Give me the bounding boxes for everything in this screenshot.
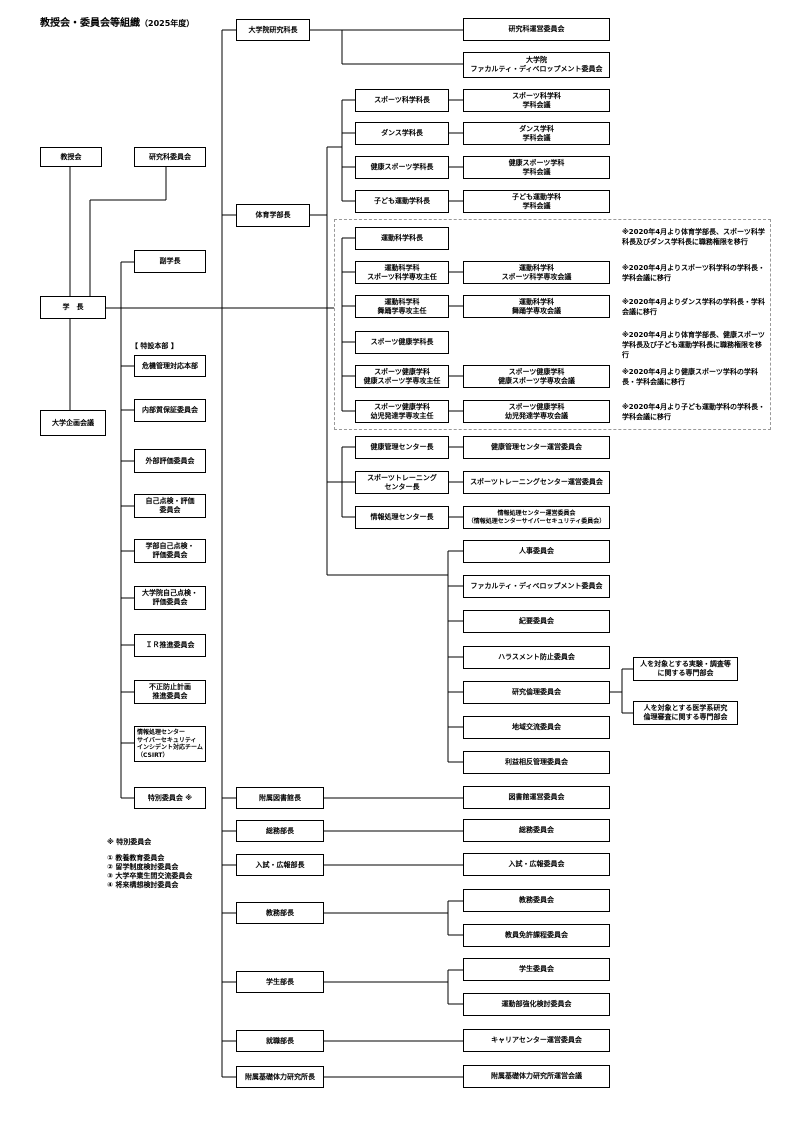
- special-note-title: ※ 特別委員会: [107, 838, 152, 846]
- faculty-committee-box: 地域交流委員会: [463, 716, 610, 739]
- legacy-council-box: スポーツ健康学科 健康スポーツ学専攻会議: [463, 365, 610, 388]
- page-title: 教授会・委員会等組織（2025年度）: [40, 14, 194, 29]
- center-committee-box: 情報処理センター運営委員会 （情報処理センターサイバーセキュリティ委員会）: [463, 506, 610, 529]
- department-committee-box: 学生委員会: [463, 958, 610, 981]
- legacy-council-box: 運動科学科 スポーツ科学専攻会議: [463, 261, 610, 284]
- center-committee-box: スポーツトレーニングセンター運営委員会: [463, 471, 610, 494]
- department-committee-box: 入試・広報委員会: [463, 853, 610, 876]
- legacy-head-box: スポーツ健康学科長: [355, 331, 449, 354]
- self-eval-box: 自己点検・評価 委員会: [134, 494, 206, 518]
- legacy-structure-frame: [334, 219, 771, 430]
- legacy-head-box: スポーツ健康学科 幼児発達学専攻主任: [355, 400, 449, 423]
- legacy-note: ※2020年4月よりダンス学科の学科長・学科会議に移行: [622, 298, 765, 316]
- center-head-box: 情報処理センター長: [355, 506, 449, 529]
- department-head-box: 附属基礎体力研究所長: [236, 1066, 324, 1088]
- legacy-note: ※2020年4月より健康スポーツ学科の学科長・学科会議に移行: [622, 368, 758, 386]
- department-committee-box: 教員免許課程委員会: [463, 924, 610, 947]
- dept-head-box: 健康スポーツ学科長: [355, 156, 449, 179]
- dept-council-box: ダンス学科 学科会議: [463, 122, 610, 145]
- department-committee-box: 教務委員会: [463, 889, 610, 912]
- department-committee-box: 附属基礎体力研究所運営会議: [463, 1065, 610, 1088]
- legacy-head-box: 運動科学科長: [355, 227, 449, 250]
- legacy-head-box: スポーツ健康学科 健康スポーツ学専攻主任: [355, 365, 449, 388]
- legacy-note: ※2020年4月より体育学部長、健康スポーツ学科長及び子ども運動学科長に職務権限…: [622, 331, 765, 359]
- legacy-head-box: 運動科学科 スポーツ科学専攻主任: [355, 261, 449, 284]
- center-head-box: スポーツトレーニング センター長: [355, 471, 449, 494]
- department-head-box: 附属図書館長: [236, 787, 324, 809]
- graduate-committee-box: 研究科委員会: [134, 147, 206, 167]
- legacy-council-box: スポーツ健康学科 幼児発達学専攻会議: [463, 400, 610, 423]
- department-head-box: 学生部長: [236, 971, 324, 993]
- dept-council-box: スポーツ科学科 学科会議: [463, 89, 610, 112]
- ethics-subcommittee-box: 人を対象とする実験・調査等 に関する専門部会: [633, 657, 738, 681]
- external-eval-box: 外部評価委員会: [134, 449, 206, 473]
- faculty-committee-box: ファカルティ・ディベロップメント委員会: [463, 575, 610, 598]
- title-year: （2025年度）: [140, 19, 195, 28]
- department-head-box: 就職部長: [236, 1030, 324, 1052]
- title-text: 教授会・委員会等組織: [40, 18, 140, 29]
- department-committee-box: キャリアセンター運営委員会: [463, 1029, 610, 1052]
- legacy-note: ※2020年4月より子ども運動学科の学科長・学科会議に移行: [622, 403, 766, 421]
- president-box: 学 長: [40, 296, 106, 319]
- special-note-list: ① 教養教育委員会 ② 留学制度検討委員会 ③ 大学卒業生間交流委員会 ④ 将来…: [107, 854, 193, 890]
- graduate-fd-box: 大学院 ファカルティ・ディベロップメント委員会: [463, 52, 610, 78]
- faculty-committee-box: 研究倫理委員会: [463, 681, 610, 704]
- planning-council-box: 大学企画会議: [40, 410, 106, 436]
- fraud-prevention-box: 不正防止計画 推進委員会: [134, 680, 206, 704]
- center-committee-box: 健康管理センター運営委員会: [463, 436, 610, 459]
- legacy-head-box: 運動科学科 舞踊学専攻主任: [355, 295, 449, 318]
- legacy-note: ※2020年4月よりスポーツ科学科の学科長・学科会議に移行: [622, 264, 765, 282]
- legacy-note: ※2020年4月より体育学部長、スポーツ科学科長及びダンス学科長に職務権限を移行: [622, 228, 765, 246]
- graduate-committee-box-right: 研究科運営委員会: [463, 18, 610, 41]
- faculty-meeting-box: 教授会: [40, 147, 102, 167]
- special-hq-label: 【 特設本部 】: [131, 342, 178, 350]
- department-committee-box: 図書館運営委員会: [463, 786, 610, 809]
- ethics-subcommittee-box: 人を対象とする医学系研究 倫理審査に関する専門部会: [633, 701, 738, 725]
- grad-self-eval-box: 大学院自己点検・ 評価委員会: [134, 586, 206, 610]
- center-head-box: 健康管理センター長: [355, 436, 449, 459]
- undergrad-self-eval-box: 学部自己点検・ 評価委員会: [134, 539, 206, 563]
- dept-head-box: ダンス学科長: [355, 122, 449, 145]
- department-committee-box: 運動部強化検討委員会: [463, 993, 610, 1016]
- faculty-committee-box: 紀要委員会: [463, 610, 610, 633]
- dept-council-box: 子ども運動学科 学科会議: [463, 190, 610, 213]
- faculty-committee-box: 利益相反管理委員会: [463, 751, 610, 774]
- special-committee-box: 特別委員会 ※: [134, 787, 206, 809]
- crisis-hq-box: 危機管理対応本部: [134, 355, 206, 377]
- dept-council-box: 健康スポーツ学科 学科会議: [463, 156, 610, 179]
- faculty-committee-box: 人事委員会: [463, 540, 610, 563]
- department-head-box: 教務部長: [236, 902, 324, 924]
- sports-dean-box: 体育学部長: [236, 204, 310, 227]
- dept-head-box: スポーツ科学科長: [355, 89, 449, 112]
- internal-qa-box: 内部質保証委員会: [134, 399, 206, 422]
- department-committee-box: 総務委員会: [463, 819, 610, 842]
- department-head-box: 総務部長: [236, 820, 324, 842]
- csirt-box: 情報処理センター サイバーセキュリティ インシデント対応チーム （CSIRT）: [134, 726, 206, 762]
- dept-head-box: 子ども運動学科長: [355, 190, 449, 213]
- faculty-committee-box: ハラスメント防止委員会: [463, 646, 610, 669]
- legacy-council-box: 運動科学科 舞踊学専攻会議: [463, 295, 610, 318]
- ir-box: ＩＲ推進委員会: [134, 634, 206, 657]
- department-head-box: 入試・広報部長: [236, 854, 324, 876]
- vice-president-box: 副学長: [134, 250, 206, 273]
- graduate-dean-box: 大学院研究科長: [236, 19, 310, 41]
